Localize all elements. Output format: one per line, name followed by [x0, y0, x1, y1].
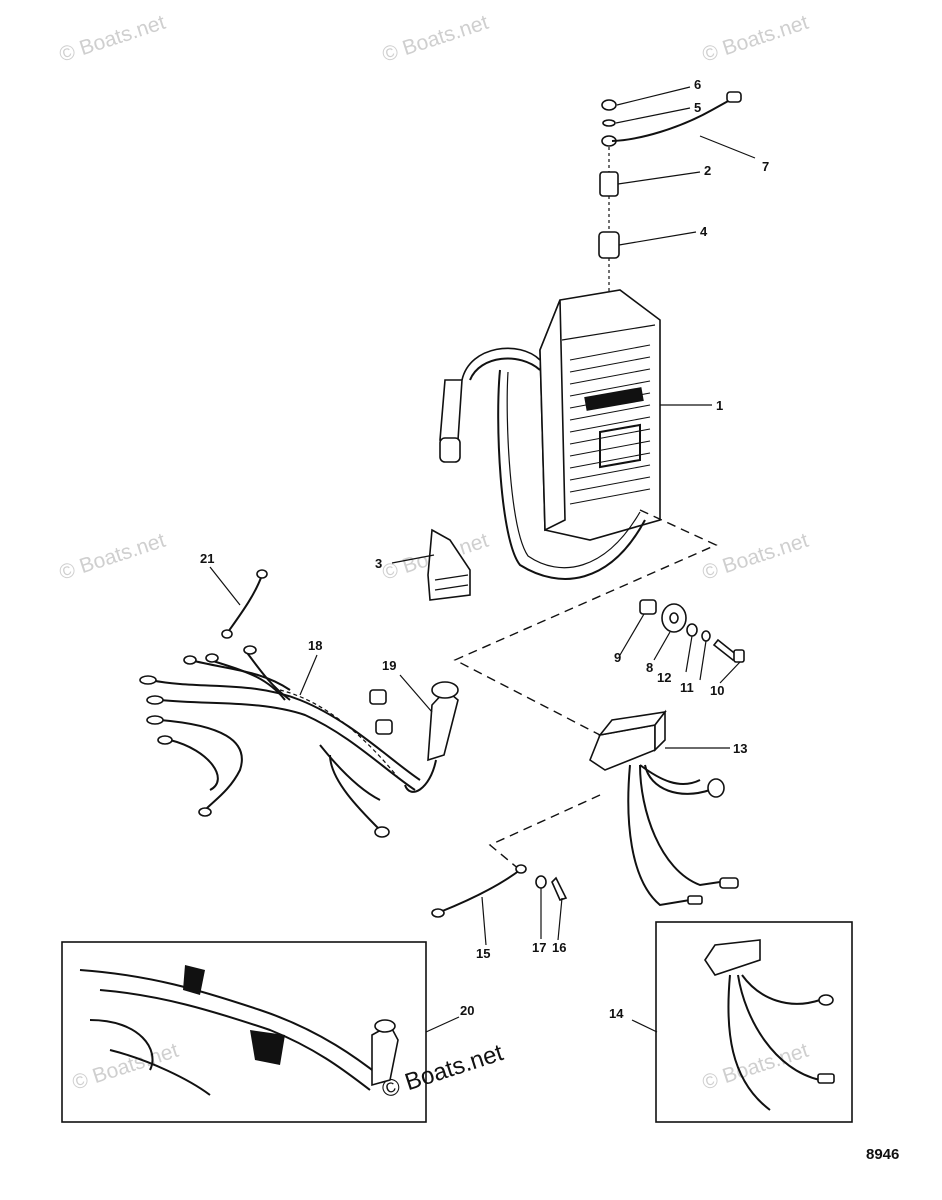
callout-8: 8: [646, 660, 653, 675]
callout-7: 7: [762, 159, 769, 174]
watermark: © Boats.net: [699, 11, 811, 67]
callout-leaders: [209, 86, 756, 1033]
assembly-leader-lines: [453, 509, 718, 871]
callout-9: 9: [614, 650, 621, 665]
rectifier-module: [589, 709, 739, 907]
wiring-harness: [139, 645, 459, 838]
callout-6: 6: [694, 77, 701, 92]
callout-2: 2: [704, 163, 711, 178]
inset-box-harness: [61, 941, 427, 1123]
callout-4: 4: [700, 224, 708, 239]
watermark: © Boats.net: [56, 529, 168, 585]
ground-strap-hardware: [431, 864, 568, 918]
callout-16: 16: [552, 940, 566, 955]
watermark: © Boats.net: [379, 11, 491, 67]
callout-14: 14: [609, 1006, 624, 1021]
callout-15: 15: [476, 946, 490, 961]
watermark: © Boats.net: [69, 1039, 181, 1095]
callout-12: 12: [657, 670, 671, 685]
callout-1: 1: [716, 398, 723, 413]
ground-lead: [221, 569, 268, 639]
mounting-bracket: [427, 528, 471, 601]
callout-20: 20: [460, 1003, 474, 1018]
callout-21: 21: [200, 551, 214, 566]
callout-3: 3: [375, 556, 382, 571]
ignition-module: [439, 289, 661, 580]
inset-box-rectifier: [655, 921, 853, 1123]
drawing-number: 8946: [866, 1146, 899, 1163]
callout-11: 11: [680, 680, 694, 695]
callout-19: 19: [382, 658, 396, 673]
callout-13: 13: [733, 741, 747, 756]
watermark: © Boats.net: [699, 529, 811, 585]
callout-labels: 1 2 3 4 5 6 7 8 9 10 11 12 13 14 15 16 1…: [200, 77, 769, 1021]
grommet-hardware: [639, 599, 745, 663]
watermark: © Boats.net: [56, 11, 168, 67]
callout-18: 18: [308, 638, 322, 653]
callout-10: 10: [710, 683, 724, 698]
watermark-main: © Boats.net: [379, 1039, 507, 1104]
callout-5: 5: [694, 100, 701, 115]
callout-17: 17: [532, 940, 546, 955]
watermark: © Boats.net: [699, 1039, 811, 1095]
